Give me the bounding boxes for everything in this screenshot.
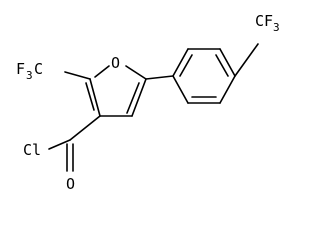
bond-c3-c2 [89,78,101,117]
chemical-structure: F 3 C O CF 3 Cl O [16,12,280,193]
acyl-chloride-group: Cl O [23,115,101,193]
bond-ph4-cf3 [234,43,259,77]
bond-ph1-ph2-inner [179,54,193,77]
cf3-left-f-label: F [16,60,25,78]
bond-ph4-ph5 [219,75,236,104]
bond-c3-carbonyl [69,115,101,141]
cf3-left-c-label: C [34,60,43,78]
bond-c3-c2-inner [85,82,95,111]
cf3-right-group: CF 3 [234,12,280,77]
bond-c2-cf3 [64,71,91,80]
bond-c5-c4-inner [126,82,140,114]
furan-ring [85,65,147,117]
carbonyl-oxygen-label: O [66,175,75,193]
cf3-right-subscript: 3 [273,21,280,34]
bond-carbonyl-cl [48,139,71,150]
bond-c5-c4 [131,78,147,117]
cf3-left-f-subscript: 3 [26,69,33,82]
cf3-left-group: F 3 C [16,60,91,82]
chlorine-label: Cl [23,141,41,159]
bond-ph3-ph4 [219,48,236,77]
bond-ph6-ph1 [172,75,189,104]
benzene-ring [172,48,236,104]
cf3-right-cf-label: CF [255,12,273,30]
bond-o1-c5 [125,65,147,80]
bond-ph3-ph4-inner [215,54,229,77]
bond-ph1-ph2 [172,48,189,77]
ring-oxygen-label: O [111,54,120,72]
bond-c2-o1 [94,65,110,78]
bond-c5-phenyl [145,75,174,80]
